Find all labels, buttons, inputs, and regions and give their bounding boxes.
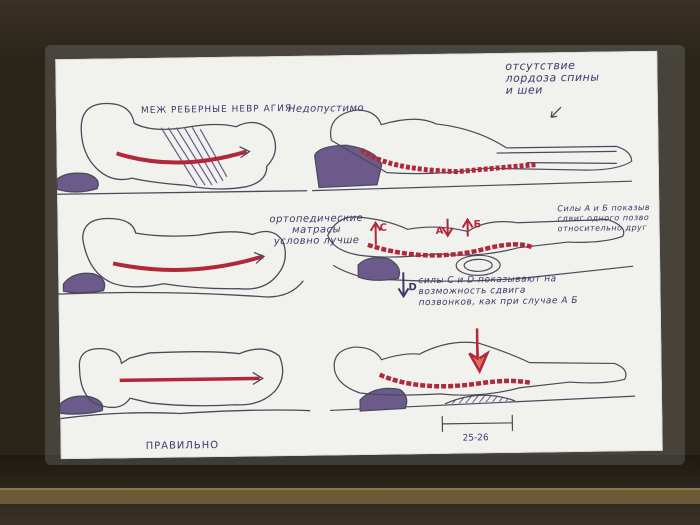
label-measure: 25-26 [462, 433, 489, 444]
label-unacceptable: Недопустимо [287, 102, 365, 115]
arrow-c [369, 220, 382, 245]
row2-right-figure [327, 216, 634, 282]
row3-right-figure [330, 341, 636, 432]
illustrations [55, 102, 636, 432]
row3-force-arrow [468, 328, 491, 375]
row1-right-figure [312, 109, 633, 192]
label-forces-cd: силы С и D показывают на возможность сдв… [418, 274, 579, 309]
row2-left-figure [55, 217, 304, 298]
label-forces-ab: Силы А и Б показыв сдвиг одного позво от… [557, 202, 651, 234]
arrow-b [461, 217, 474, 237]
poster-card: отсутствие лордоза спины и шеи МЕЖ РЕБЕР… [55, 50, 663, 460]
letter-d: D [408, 282, 417, 294]
row3-left-spine [119, 376, 260, 383]
letter-b: Б [473, 219, 482, 231]
row3-right-spine [378, 372, 531, 389]
letter-a: А [435, 225, 444, 237]
row2-left-spine [112, 254, 264, 272]
letter-c: С [379, 222, 388, 234]
label-intercostal-neuralgia: МЕЖ РЕБЕРНЫЕ НЕВР АГИЯ [140, 103, 293, 117]
wood-background-top [0, 0, 700, 60]
label-orthopedic-mattress: ортопедические матрасы условно лучше [269, 212, 364, 248]
row1-right-spine [360, 147, 537, 175]
row1-left-figure [55, 102, 308, 195]
row2-right-spine [367, 242, 534, 258]
metal-rail [0, 488, 700, 504]
label-no-lordosis: отсутствие лордоза спины и шеи [505, 58, 600, 97]
row3-left-figure [55, 347, 311, 420]
arrow-a [441, 218, 454, 238]
arrow-d [397, 272, 410, 299]
row1-left-spine [115, 149, 248, 165]
label-correct: ПРАВИЛЬНО [145, 439, 220, 452]
